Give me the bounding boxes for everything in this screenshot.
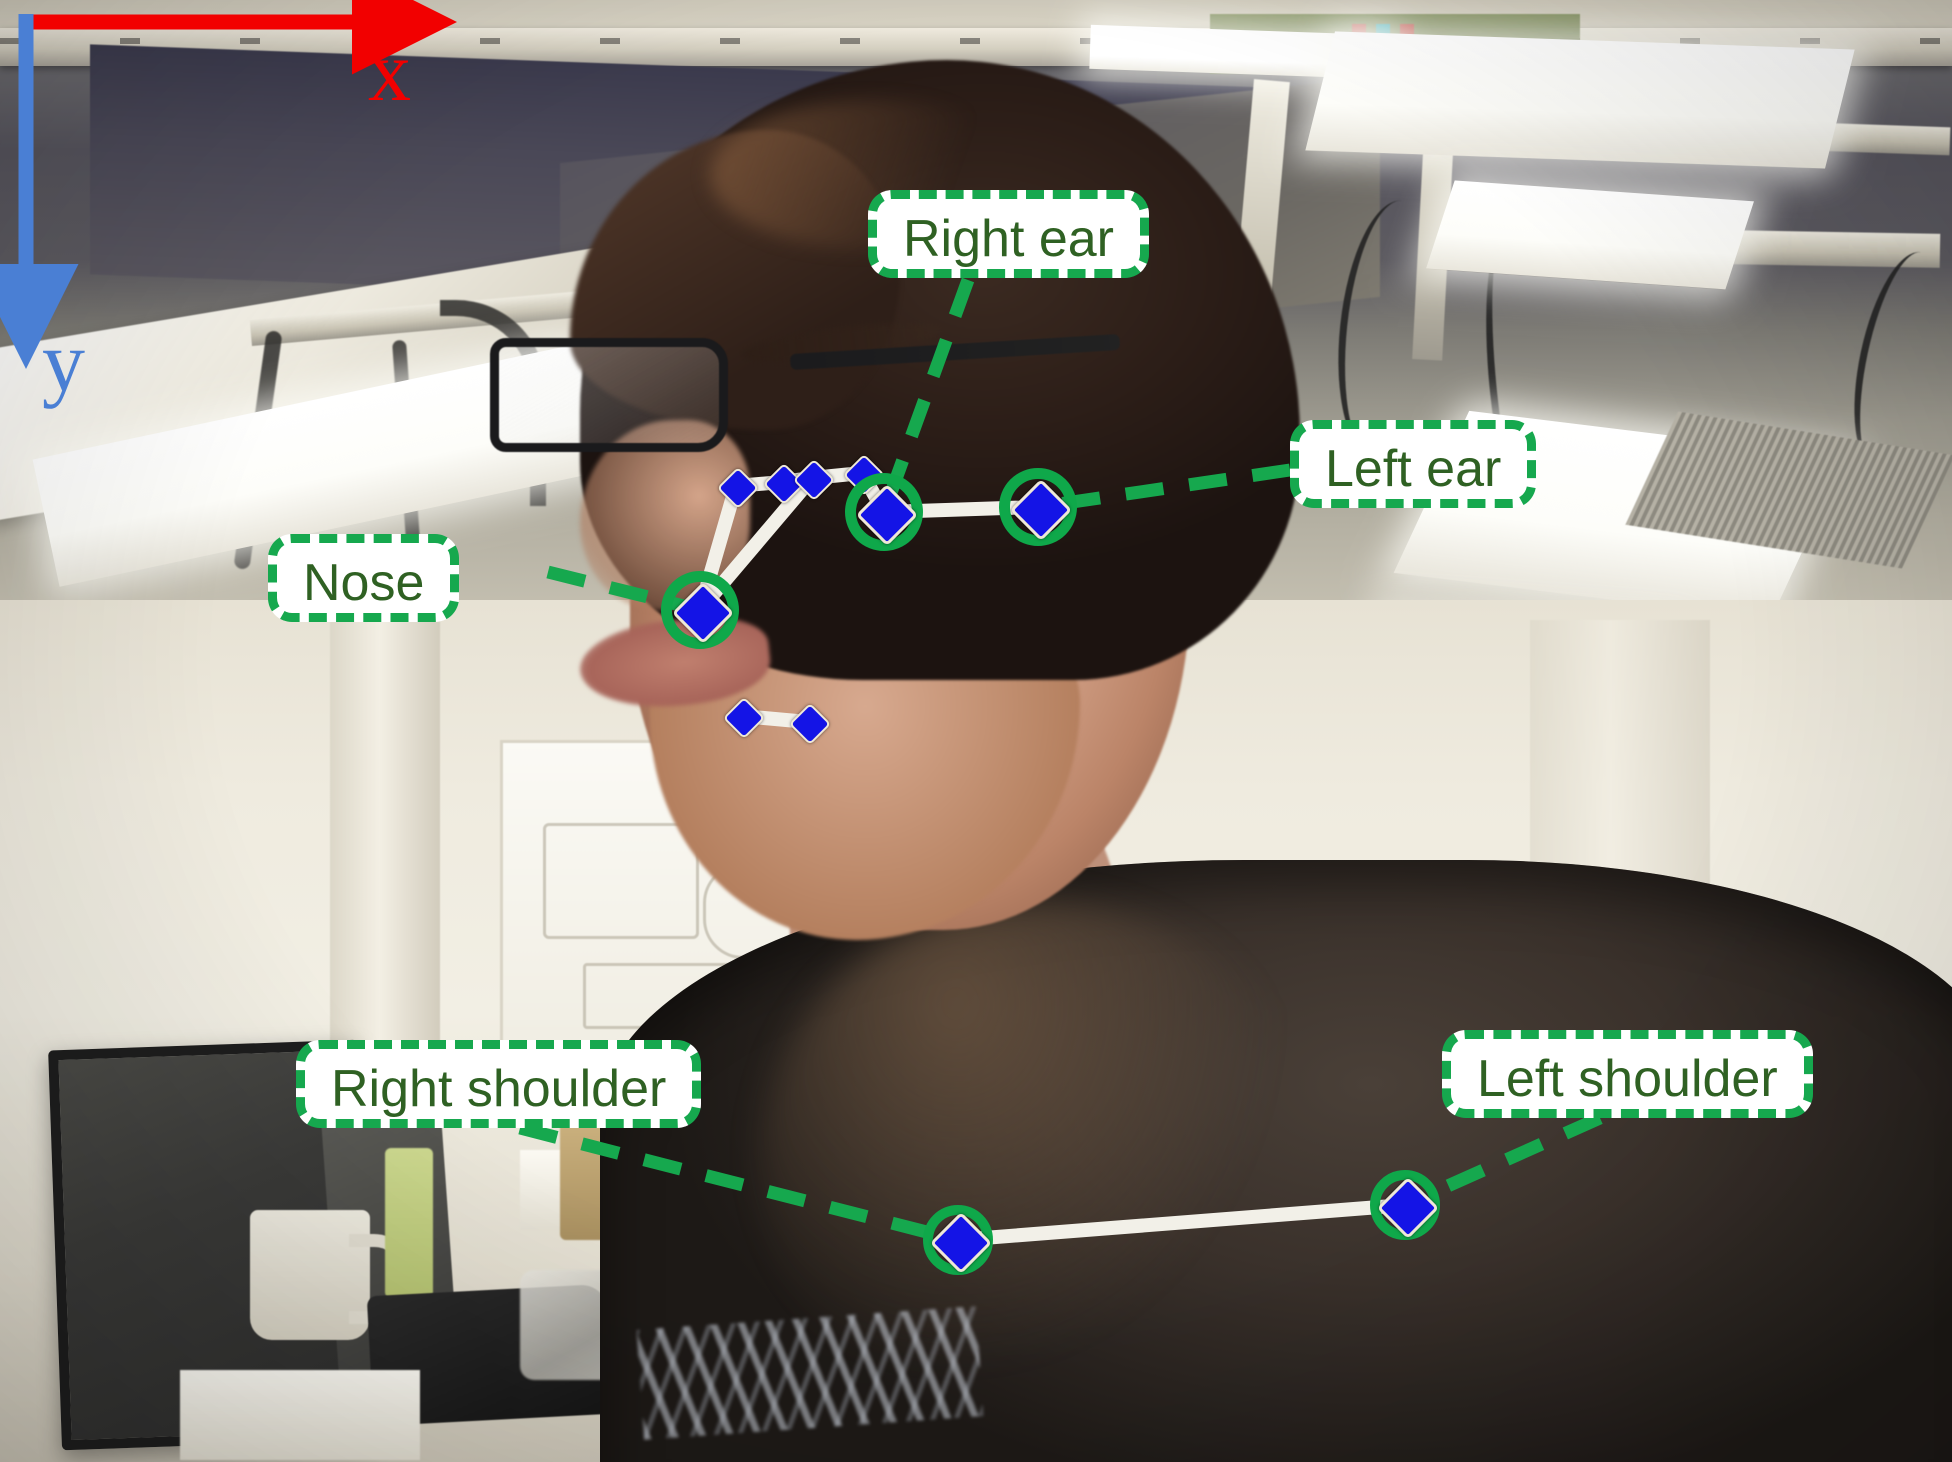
green-bottle bbox=[385, 1148, 433, 1298]
eyeglass-lens-right bbox=[490, 338, 728, 452]
keypoint-label-right-shoulder[interactable]: Right shoulder bbox=[296, 1040, 702, 1128]
keypoint-ring-left-ear bbox=[999, 468, 1077, 546]
keypoint-label-left-ear[interactable]: Left ear bbox=[1290, 420, 1537, 508]
whiteboard-sketch-1 bbox=[543, 823, 699, 939]
leader-line-right-shoulder bbox=[518, 1121, 960, 1247]
keypoint-label-right-ear[interactable]: Right ear bbox=[868, 190, 1149, 278]
leader-line-left-shoulder bbox=[1402, 1112, 1603, 1211]
eyeglasses bbox=[490, 320, 1121, 452]
keypoint-label-left-shoulder[interactable]: Left shoulder bbox=[1442, 1030, 1813, 1118]
skeleton-edge bbox=[951, 1198, 1412, 1247]
y-axis-label: y bbox=[42, 313, 85, 409]
keypoint-ring-right-ear bbox=[845, 473, 923, 551]
x-axis-label: x bbox=[368, 23, 411, 119]
leader-line-left-ear bbox=[1037, 463, 1291, 514]
keypoint-ring-nose bbox=[661, 571, 739, 649]
wall-column-1 bbox=[330, 600, 440, 1120]
leader-line-right-ear bbox=[877, 277, 975, 515]
paper-stack-2 bbox=[180, 1370, 420, 1460]
coffee-mug bbox=[250, 1210, 414, 1340]
keypoint-label-nose[interactable]: Nose bbox=[268, 534, 460, 622]
